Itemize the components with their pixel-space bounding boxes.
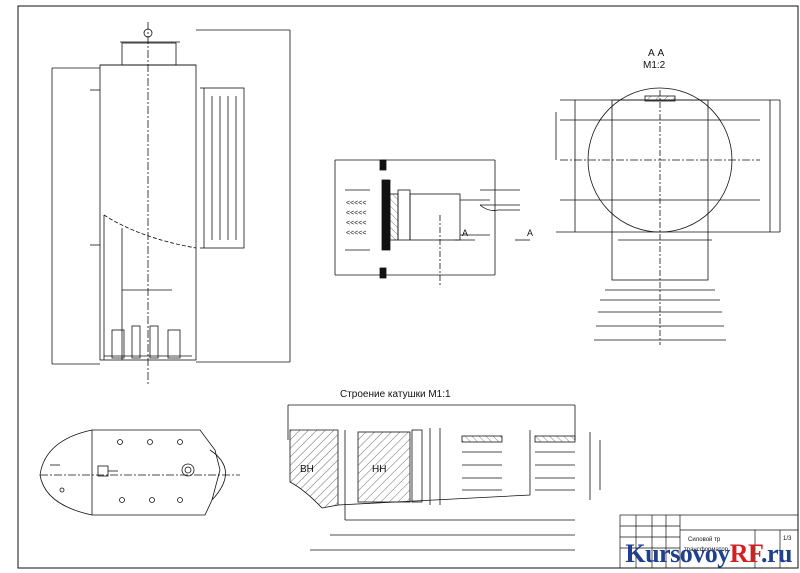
sheet-number: 1/3 — [783, 536, 792, 542]
coil-structure-title: Строение катушки М1:1 — [340, 389, 451, 400]
section-aa-view — [555, 87, 781, 345]
titleblock-line1: Силовой тр — [688, 536, 721, 543]
svg-text:<<<<<: <<<<< — [346, 210, 366, 217]
section-mark: А А — [648, 48, 664, 59]
svg-text:<<<<<: <<<<< — [346, 200, 366, 207]
tank-cover-plan-view — [39, 429, 240, 516]
watermark-part2: RF — [729, 539, 762, 568]
winding-lv-label: НН — [372, 464, 386, 475]
winding-hv-label: ВН — [300, 464, 314, 475]
main-elevation-view — [51, 22, 291, 385]
section-cut-label-left: А — [462, 228, 468, 238]
watermark-part3: .ru — [761, 539, 793, 568]
drawing-frame — [17, 5, 799, 569]
core-assembly-view: <<<<< <<<<< <<<<< <<<<< — [334, 159, 530, 285]
svg-text:<<<<<: <<<<< — [346, 220, 366, 227]
titleblock-line2: трансформатор — [684, 547, 729, 553]
section-cut-label-right: А — [527, 228, 533, 238]
site-watermark: KursovoyRF.ru — [625, 539, 792, 569]
svg-text:<<<<<: <<<<< — [346, 230, 366, 237]
coil-structure-view — [287, 404, 601, 551]
title-block — [619, 514, 799, 569]
section-scale: М1:2 — [643, 60, 666, 71]
watermark-part1: Kursovoy — [625, 539, 730, 568]
